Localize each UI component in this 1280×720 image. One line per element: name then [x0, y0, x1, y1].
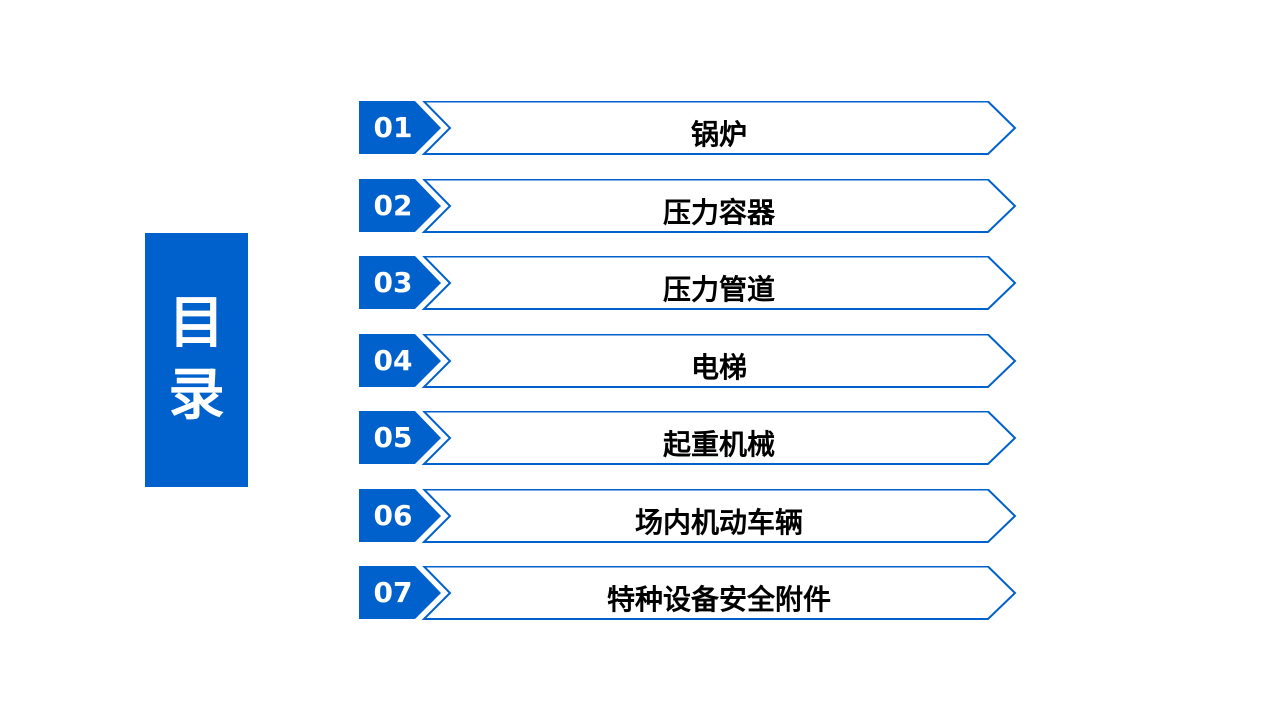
- label-arrow: [421, 256, 1017, 310]
- toc-title: 目 录: [145, 233, 248, 487]
- label-arrow: [421, 566, 1017, 620]
- label-arrow: [421, 333, 1017, 388]
- item-label: 电梯: [690, 350, 747, 384]
- label-arrow: [421, 488, 1017, 543]
- item-label: 锅炉: [690, 118, 747, 151]
- number-tab: [359, 566, 441, 619]
- number-tab: [359, 256, 441, 309]
- toc-item[interactable]: 05 起重机械: [359, 411, 1019, 467]
- toc-item[interactable]: 04 电梯: [359, 333, 1019, 390]
- number-tab: [359, 411, 441, 464]
- toc-item[interactable]: 01 锅炉: [359, 101, 1019, 157]
- item-number: 06: [373, 498, 413, 532]
- toc-item-shape: [359, 566, 1017, 620]
- toc-item-shape: [359, 488, 1017, 543]
- label-arrow: [421, 101, 1017, 155]
- item-number: 02: [373, 188, 413, 222]
- item-number: 03: [373, 266, 413, 299]
- item-number: 01: [373, 111, 413, 144]
- toc-item[interactable]: 03 压力管道: [359, 256, 1019, 312]
- number-tab: [359, 178, 441, 232]
- item-number: 07: [373, 576, 413, 609]
- toc-title-line2: 录: [168, 363, 225, 428]
- item-label: 压力管道: [662, 273, 775, 306]
- toc-item-shape: [359, 411, 1017, 465]
- toc-item[interactable]: 02 压力容器: [359, 178, 1019, 235]
- toc-item-shape: [359, 178, 1017, 233]
- item-label: 场内机动车辆: [634, 505, 803, 539]
- toc-item[interactable]: 07 特种设备安全附件: [359, 566, 1019, 622]
- item-label: 压力容器: [662, 195, 775, 229]
- label-arrow: [421, 411, 1017, 465]
- number-tab: [359, 101, 441, 154]
- label-arrow: [421, 178, 1017, 233]
- item-label: 特种设备安全附件: [606, 583, 831, 616]
- number-tab: [359, 333, 441, 387]
- toc-item-shape: [359, 333, 1017, 388]
- item-number: 05: [373, 421, 413, 454]
- toc-item[interactable]: 06 场内机动车辆: [359, 488, 1019, 545]
- number-tab: [359, 488, 441, 542]
- item-label: 起重机械: [662, 428, 775, 461]
- toc-title-line1: 目: [168, 291, 225, 356]
- toc-item-shape: [359, 101, 1017, 155]
- toc-item-shape: [359, 256, 1017, 310]
- item-number: 04: [373, 343, 413, 377]
